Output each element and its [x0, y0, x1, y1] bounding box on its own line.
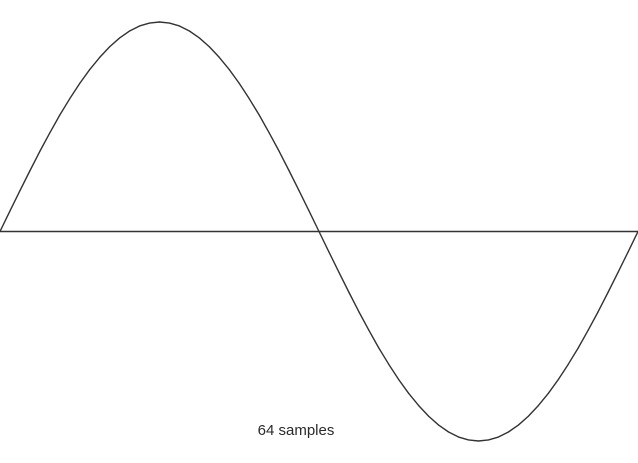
- sample-point: [39, 150, 41, 152]
- sample-point: [288, 170, 290, 172]
- sample-point: [517, 424, 519, 426]
- sample-point: [198, 37, 200, 39]
- sample-point: [79, 82, 81, 84]
- sample-point: [557, 379, 559, 381]
- sample-point: [338, 271, 340, 273]
- sample-point: [178, 25, 181, 27]
- sample-point: [447, 431, 450, 433]
- sample-point: [208, 46, 210, 48]
- sample-point: [298, 190, 300, 192]
- sample-point: [128, 30, 131, 32]
- sample-point: [418, 404, 420, 407]
- sample-point: [49, 132, 51, 134]
- sample-point: [497, 436, 500, 438]
- sample-point: [368, 329, 370, 331]
- sample-point: [527, 415, 529, 417]
- sample-point: [238, 82, 240, 84]
- sample-point: [29, 170, 31, 172]
- sample-point: [607, 291, 609, 293]
- sample-point: [188, 30, 191, 32]
- sample-point: [348, 291, 350, 293]
- sample-points: [0, 21, 638, 442]
- sample-point: [278, 150, 280, 152]
- sample-point: [9, 210, 11, 212]
- sample-point: [258, 114, 260, 116]
- sample-point: [457, 436, 460, 438]
- sample-point: [597, 311, 599, 313]
- sample-point: [507, 431, 510, 433]
- sample-point: [358, 311, 360, 313]
- sample-point: [59, 114, 61, 116]
- sample-point: [428, 415, 430, 417]
- sample-point: [119, 37, 121, 39]
- sample-point: [477, 440, 480, 442]
- sample-point: [138, 25, 141, 27]
- sample-point: [158, 21, 161, 23]
- sample-point: [89, 68, 91, 71]
- sample-point: [547, 392, 549, 395]
- sample-point: [148, 22, 151, 24]
- sample-point: [228, 68, 230, 71]
- sample-point: [318, 230, 320, 233]
- sample-point: [537, 404, 539, 407]
- sample-point: [467, 439, 470, 441]
- sample-point: [408, 392, 410, 395]
- sample-point: [19, 190, 21, 192]
- sample-point: [617, 271, 619, 273]
- sample-point: [388, 363, 390, 365]
- sample-point: [268, 132, 270, 134]
- sample-point: [69, 98, 71, 100]
- sample-point: [99, 56, 101, 59]
- sample-point: [168, 22, 171, 24]
- sample-point: [378, 347, 380, 349]
- sample-point: [577, 347, 579, 349]
- sample-point: [438, 424, 440, 426]
- sample-point: [0, 230, 1, 233]
- sample-point: [218, 56, 220, 59]
- sample-point: [328, 251, 330, 253]
- sample-point: [627, 251, 629, 253]
- sample-count-caption: 64 samples: [257, 422, 335, 439]
- sample-point: [567, 363, 569, 365]
- sample-point: [587, 329, 589, 331]
- sample-point: [487, 439, 490, 441]
- sample-point: [109, 46, 111, 48]
- sample-point: [248, 98, 250, 100]
- sample-point: [398, 379, 400, 381]
- sample-point: [308, 210, 310, 212]
